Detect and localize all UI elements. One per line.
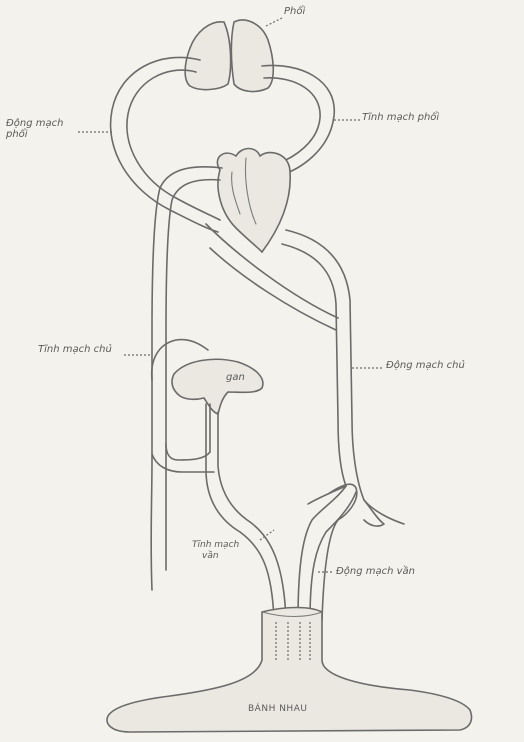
label-tinh-mach-van: Tĩnh mạch vần [192, 540, 239, 562]
liver [172, 359, 263, 414]
label-tinh-mach-van-line2: vần [192, 551, 219, 561]
right-lung [231, 20, 273, 91]
label-dong-mach-chu: Động mạch chủ [386, 360, 465, 371]
label-dong-mach-phoi-line2: phổi [6, 129, 28, 140]
heart [217, 149, 290, 253]
label-banh-nhau: BÁNH NHAU [248, 704, 307, 715]
label-phoi: Phổi [284, 6, 305, 17]
umbilical-vein-outer [206, 404, 274, 620]
label-tinh-mach-chu: Tĩnh mạch chủ [38, 344, 112, 355]
umbilical-artery-1 [298, 486, 346, 620]
hepatic-loop-inner [166, 404, 210, 460]
left-lung [185, 22, 231, 90]
label-tinh-mach-phoi: Tĩnh mạch phổi [362, 112, 439, 123]
label-dong-mach-phoi-line1: Động mạch [6, 118, 63, 129]
pulmonary-vein-inner [264, 78, 320, 164]
umbilical-vein-inner [218, 412, 286, 620]
label-tinh-mach-van-line1: Tĩnh mạch [192, 540, 239, 550]
leader-tinh-mach-van [260, 530, 274, 540]
artery-branch-left [308, 486, 346, 504]
label-dong-mach-phoi: Động mạch phổi [6, 118, 63, 140]
label-gan: gan [226, 372, 245, 383]
label-dong-mach-van: Động mạch vần [336, 566, 415, 577]
aorta-outer [286, 230, 404, 524]
aorta-inner [282, 244, 346, 486]
leader-phoi [266, 18, 282, 26]
